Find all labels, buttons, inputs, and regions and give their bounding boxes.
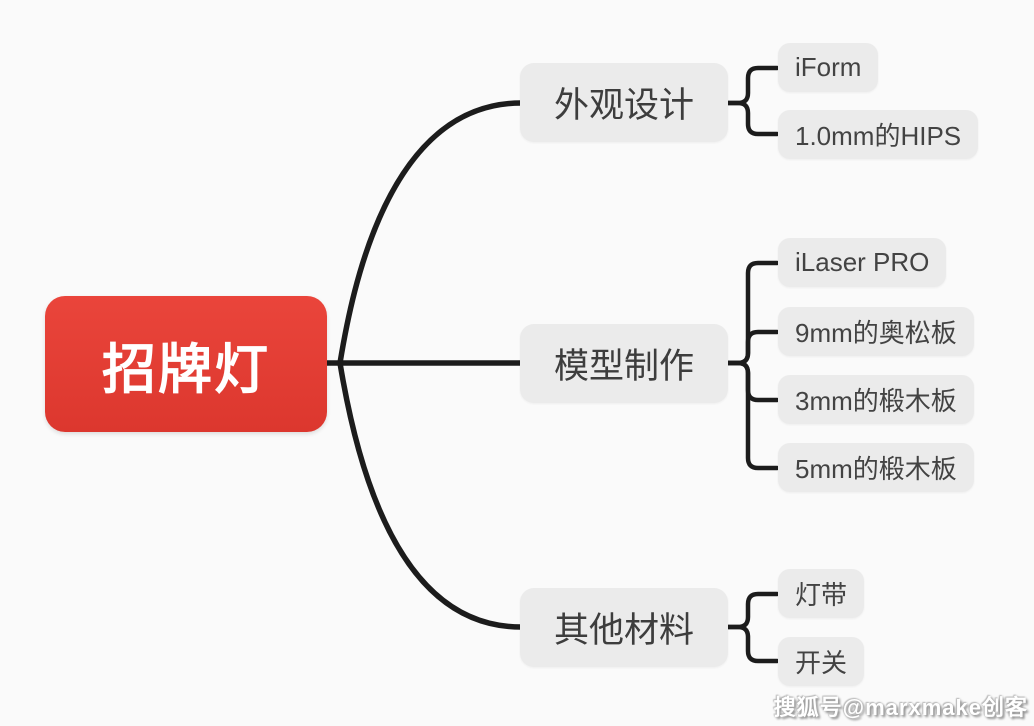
connector-root-to-materials <box>337 360 524 630</box>
branch-node-appearance-design[interactable]: 外观设计 <box>520 63 728 142</box>
child-bracket-curves <box>725 65 780 664</box>
connector-materials-to-switch <box>725 624 780 664</box>
watermark-sohu: 搜狐号@marxmake创客 <box>773 695 1028 720</box>
connector-materials-to-ledstrip <box>725 591 780 630</box>
child-node-1-0mm-hips[interactable]: 1.0mm的HIPS <box>778 110 979 159</box>
connector-appearance-to-hips <box>725 100 780 137</box>
child-node-ilaser-pro[interactable]: iLaser PRO <box>778 238 947 287</box>
child-node-9mm-okoume-board[interactable]: 9mm的奥松板 <box>778 307 974 356</box>
root-branch-curves <box>324 100 527 630</box>
connector-root-to-appearance <box>337 100 524 366</box>
connector-appearance-to-iform <box>725 65 780 106</box>
child-node-3mm-basswood-board[interactable]: 3mm的椴木板 <box>778 375 974 424</box>
child-node-iform[interactable]: iForm <box>778 43 879 92</box>
branch-node-other-materials[interactable]: 其他材料 <box>520 588 728 667</box>
child-node-led-strip[interactable]: 灯带 <box>778 569 865 618</box>
connector-model-to-5mm <box>725 360 780 471</box>
branch-node-model-making[interactable]: 模型制作 <box>520 324 728 403</box>
connector-model-to-9mm <box>725 329 780 366</box>
connector-model-to-ilaser <box>725 260 780 366</box>
child-node-switch[interactable]: 开关 <box>778 637 865 686</box>
root-node-signboard-light[interactable]: 招牌灯 <box>45 296 327 432</box>
connector-model-to-3mm <box>725 360 780 403</box>
child-node-5mm-basswood-board[interactable]: 5mm的椴木板 <box>778 443 974 492</box>
